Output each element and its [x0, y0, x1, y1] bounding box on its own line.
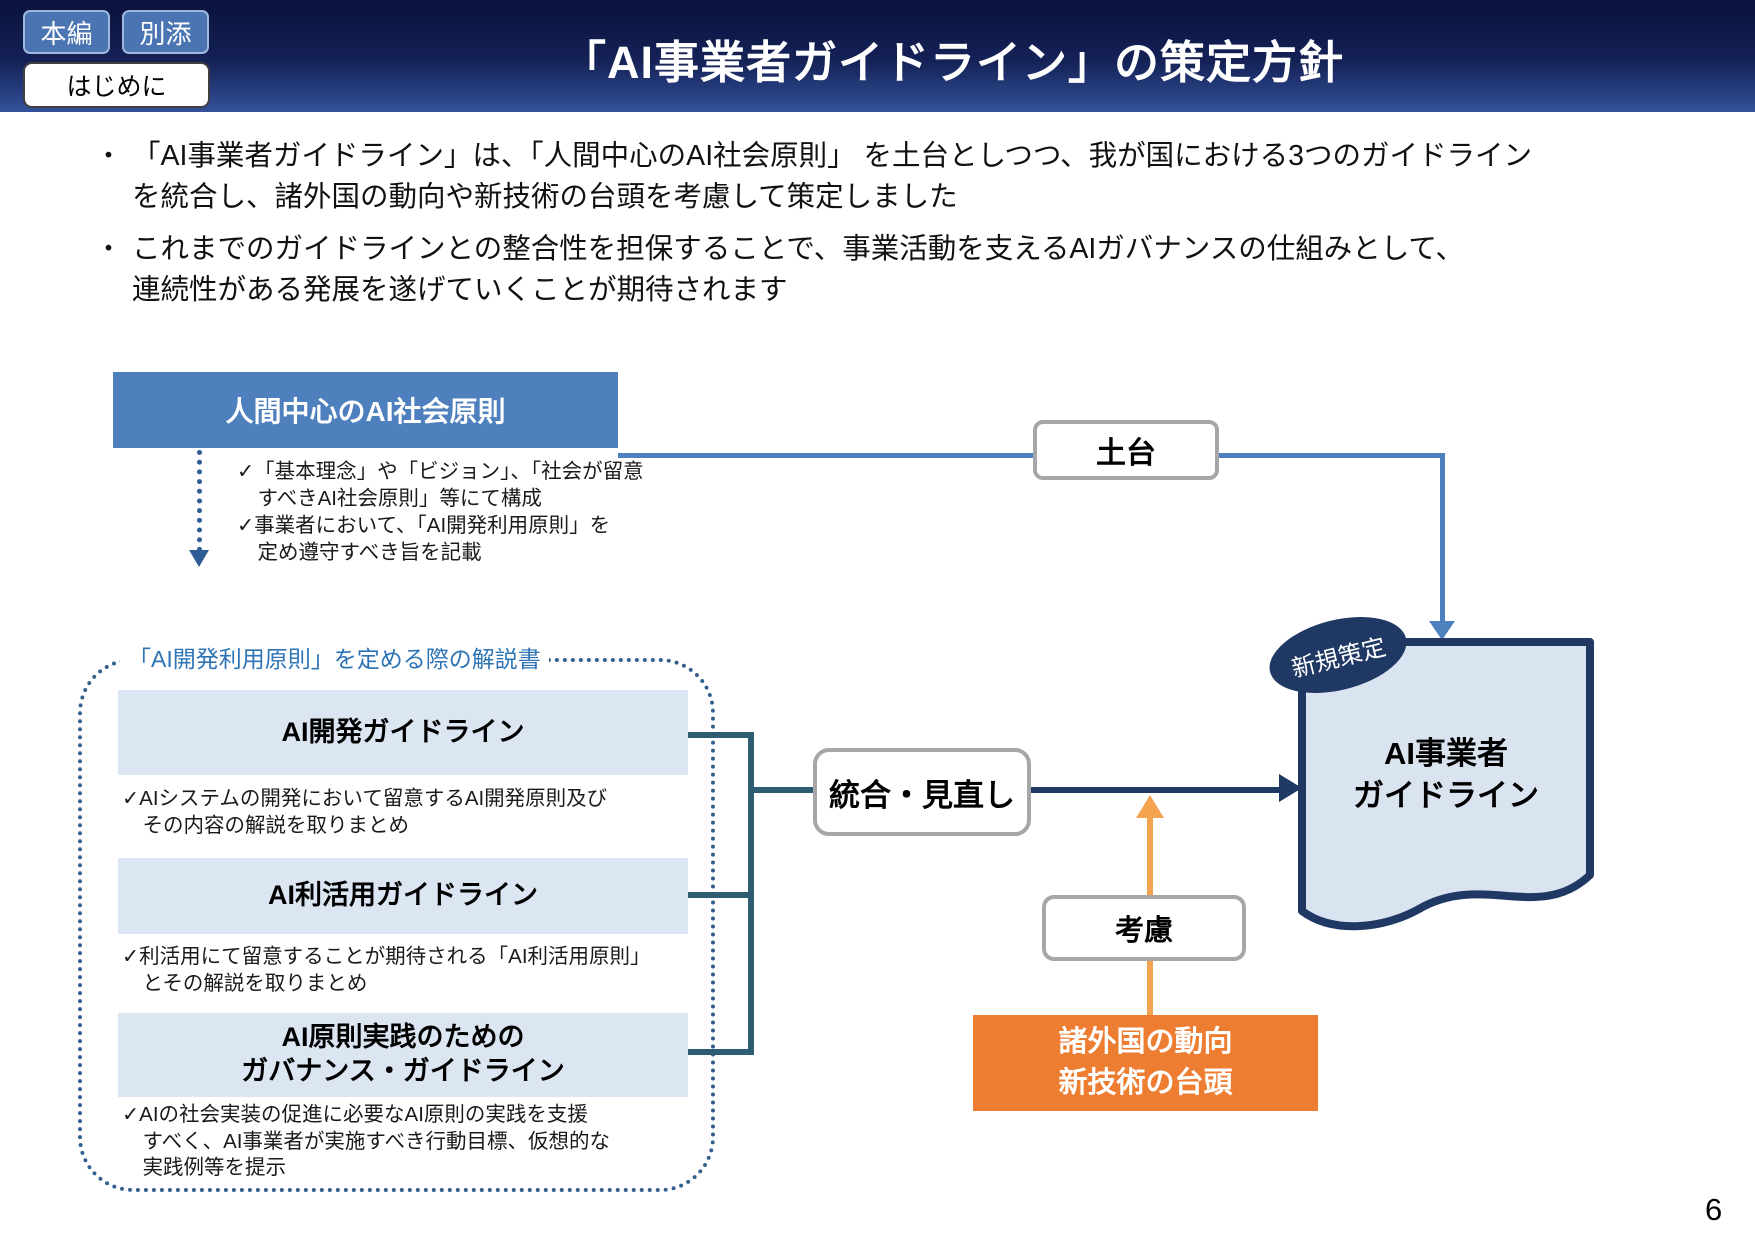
guideline-note-utilization: ✓利活用にて留意することが期待される「AI利活用原則」 とその解説を取りまとめ — [122, 945, 651, 995]
guideline-note-development: ✓AIシステムの開発において留意するAI開発原則及び その内容の解説を取りまとめ — [122, 787, 608, 837]
consider-label-pill: 考慮 — [1042, 895, 1246, 961]
foreign-trends-box: 諸外国の動向 新技術の台頭 — [973, 1015, 1318, 1111]
guideline-box-development: AI開発ガイドライン — [118, 690, 688, 775]
result-document-shape-icon — [1298, 638, 1594, 931]
integrate-label-pill: 統合・見直し — [813, 748, 1031, 836]
principles-notes: ✓「基本理念」や「ビジョン」、「社会が留意 すべきAI社会原則」等にて構成 ✓事… — [237, 460, 644, 565]
tab-hajimeni[interactable]: はじめに — [23, 62, 210, 108]
base-label-pill: 土台 — [1033, 420, 1219, 480]
base-arrowhead-down-icon — [1429, 621, 1455, 640]
tab-betten[interactable]: 別添 — [122, 10, 209, 54]
tab-honpen[interactable]: 本編 — [23, 10, 110, 54]
bracket-line-bottom — [688, 1049, 748, 1055]
bullet-2: ・ これまでのガイドラインとの整合性を担保することで、事業活動を支えるAIガバナ… — [95, 229, 1655, 312]
bracket-line-vertical — [748, 732, 754, 1055]
bracket-line-top — [688, 732, 748, 738]
bracket-line-output — [754, 787, 814, 793]
page-number: 6 — [1705, 1192, 1723, 1227]
bullet-1-marker: ・ — [95, 141, 122, 171]
header-banner: 「AI事業者ガイドライン」の策定方針 — [0, 0, 1755, 112]
dotted-drop-arrowhead-icon — [189, 550, 209, 567]
base-connector-vertical — [1440, 453, 1445, 623]
base-connector-horizontal — [618, 453, 1445, 458]
integrate-arrowhead-right-icon — [1279, 774, 1302, 802]
bullet-2-marker: ・ — [95, 233, 122, 264]
consider-arrowhead-up-icon — [1136, 795, 1164, 818]
result-document-title: AI事業者 ガイドライン — [1353, 736, 1539, 813]
guideline-box-governance: AI原則実践のための ガバナンス・ガイドライン — [118, 1013, 688, 1097]
principles-box: 人間中心のAI社会原則 — [113, 372, 618, 448]
bracket-line-middle — [688, 892, 748, 898]
intro-bullets: ・ 「AI事業者ガイドライン」は、「人間中心のAI社会原則」 を土台としつつ、我… — [95, 136, 1655, 321]
guideline-note-governance: ✓AIの社会実装の促進に必要なAI原則の実践を支援 すべく、AI事業者が実施すべ… — [122, 1103, 610, 1180]
integrate-arrow-line — [1031, 787, 1283, 793]
guidelines-container-label: 「AI開発利用原則」を定める際の解説書 — [120, 640, 549, 674]
bullet-2-text: これまでのガイドラインとの整合性を担保することで、事業活動を支えるAIガバナンス… — [132, 232, 1464, 306]
bullet-1: ・ 「AI事業者ガイドライン」は、「人間中心のAI社会原則」 を土台としつつ、我… — [95, 136, 1655, 219]
guideline-box-utilization: AI利活用ガイドライン — [118, 858, 688, 934]
dotted-drop-line — [197, 450, 202, 552]
page-title: 「AI事業者ガイドライン」の策定方針 — [560, 37, 1344, 88]
bullet-1-text: 「AI事業者ガイドライン」は、「人間中心のAI社会原則」 を土台としつつ、我が国… — [132, 140, 1533, 214]
